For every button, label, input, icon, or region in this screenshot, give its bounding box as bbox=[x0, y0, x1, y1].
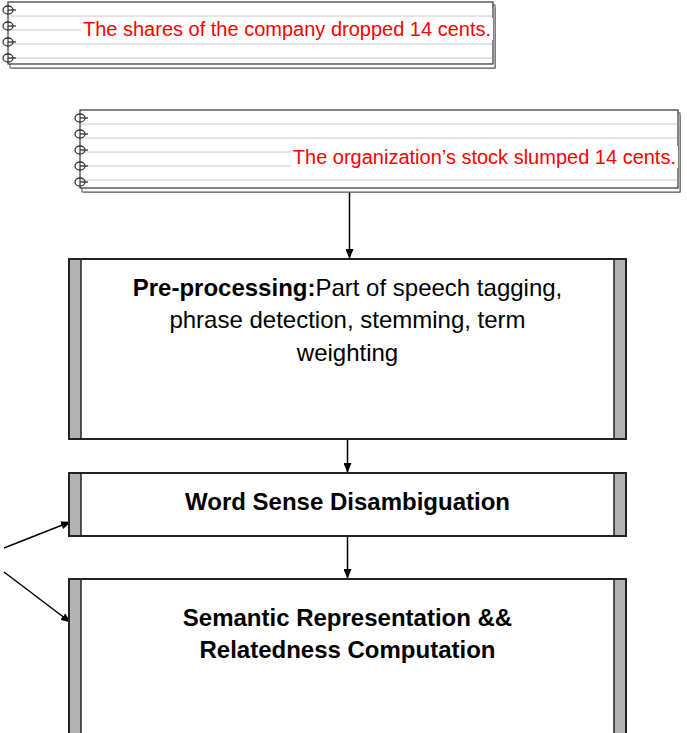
text-block: Word Sense Disambiguation bbox=[88, 472, 608, 532]
sentence-text: The shares of the company dropped 14 cen… bbox=[81, 18, 493, 40]
box-heading: Word Sense Disambiguation bbox=[185, 488, 510, 515]
pointer-arrow bbox=[4, 522, 70, 548]
pointer-arrow bbox=[4, 572, 70, 622]
source-sentence: The organization’s stock slumped 14 cent… bbox=[72, 110, 682, 196]
flow-arrow bbox=[347, 531, 349, 578]
sentence-text: The organization’s stock slumped 14 cent… bbox=[291, 146, 678, 168]
box-heading: Semantic Representation && Relatedness C… bbox=[183, 604, 512, 663]
source-sentence: The shares of the company dropped 14 cen… bbox=[0, 2, 497, 72]
process-box: Pre-processing:Part of speech tagging, p… bbox=[68, 258, 627, 440]
box-heading: Pre-processing: bbox=[133, 274, 316, 301]
process-box: Semantic Representation && Relatedness C… bbox=[68, 578, 627, 733]
text-block: The organization’s stock slumped 14 cent… bbox=[72, 110, 682, 183]
process-box: Word Sense Disambiguation bbox=[68, 472, 627, 537]
text-block: Pre-processing:Part of speech tagging, p… bbox=[118, 258, 578, 383]
text-block: The shares of the company dropped 14 cen… bbox=[0, 2, 497, 55]
text-block: Semantic Representation && Relatedness C… bbox=[138, 578, 558, 681]
flow-arrow bbox=[349, 190, 351, 258]
